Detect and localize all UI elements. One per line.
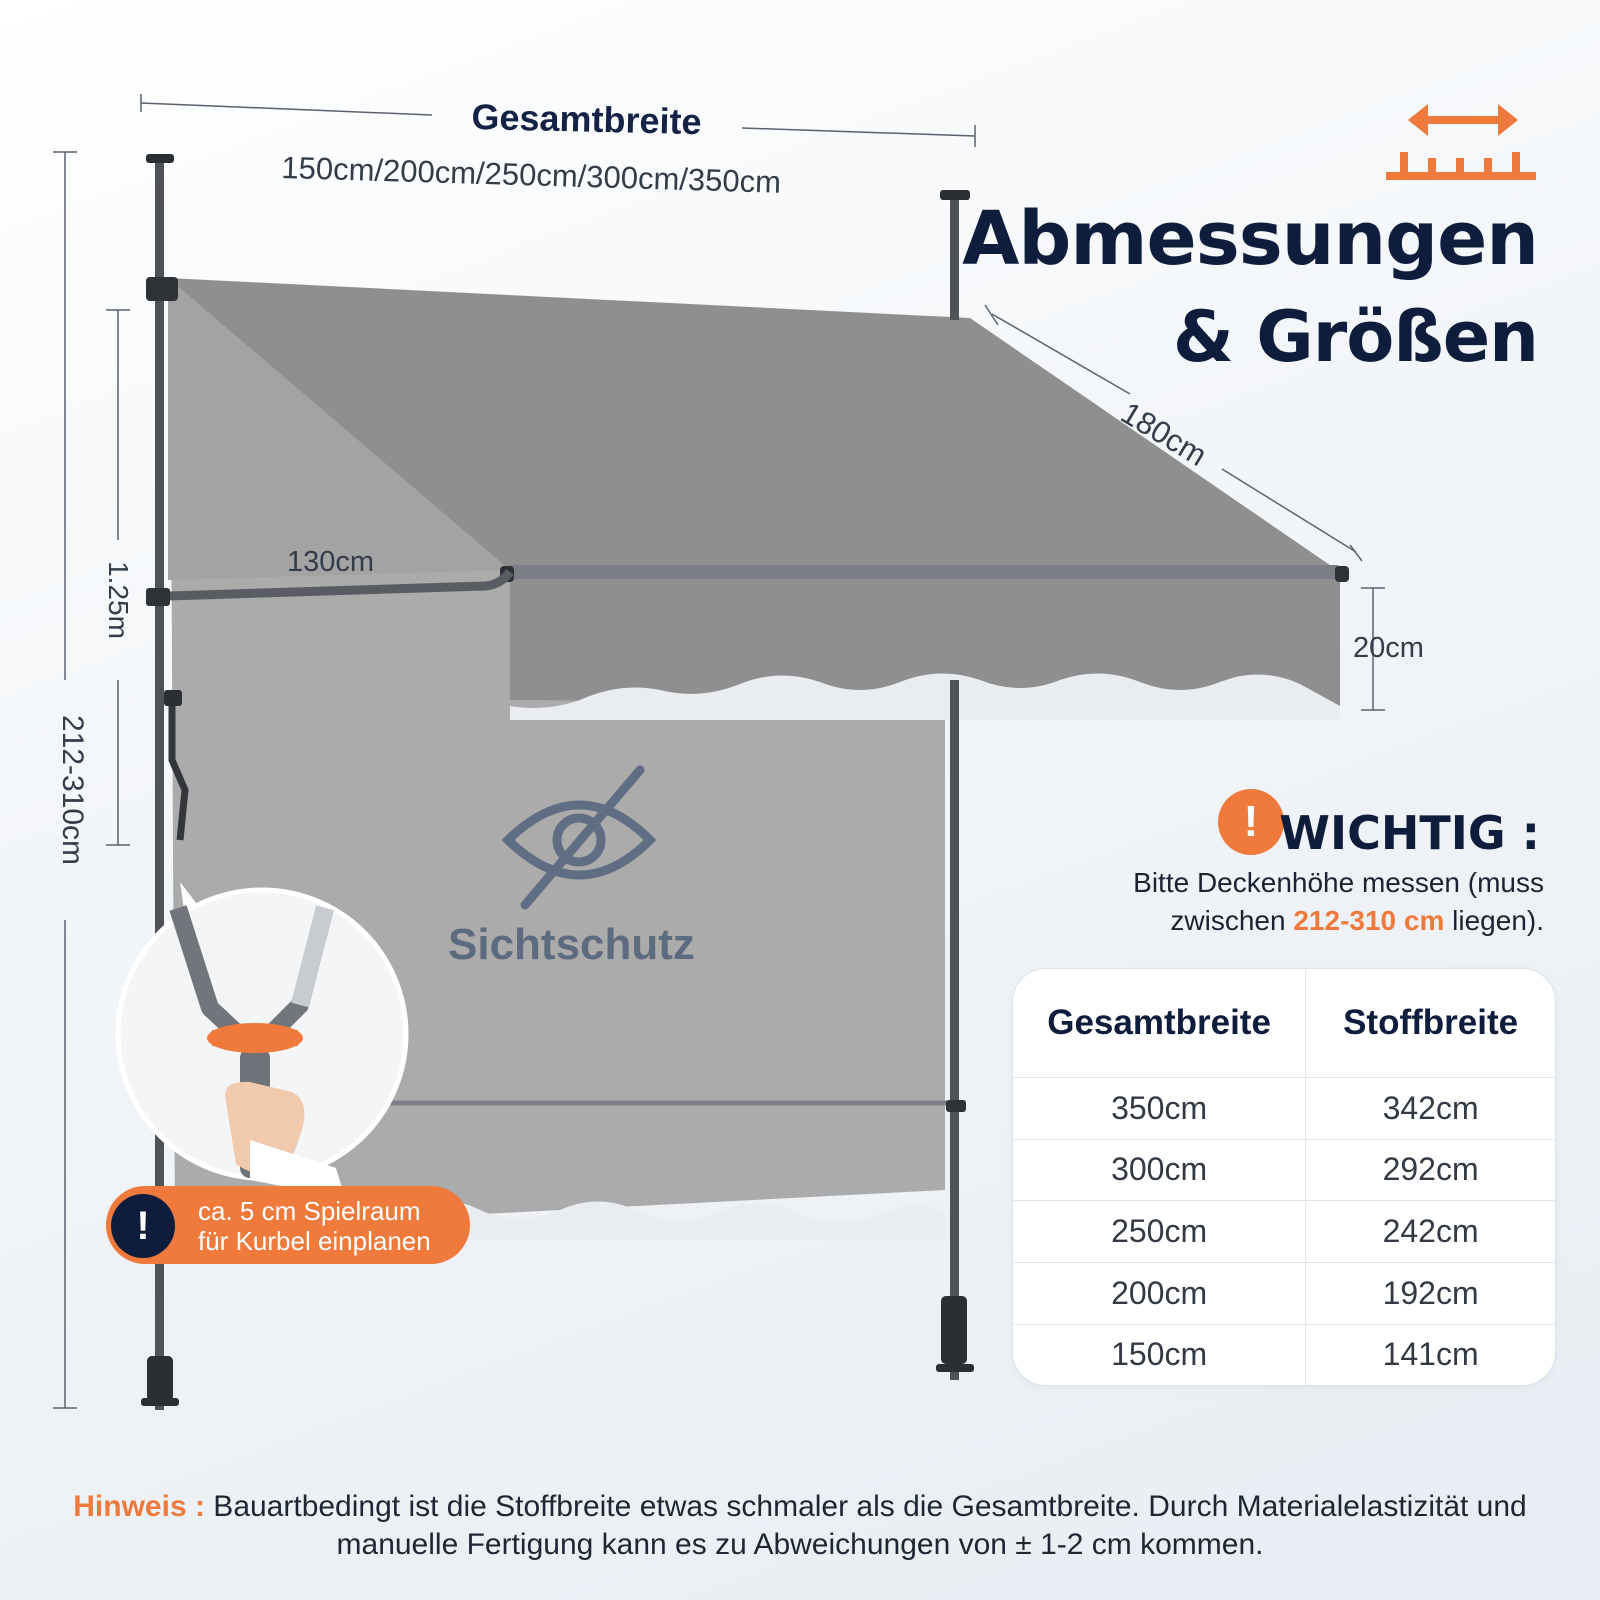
privacy-label: Sichtschutz — [448, 920, 695, 969]
table-cell: 350cm — [1013, 1077, 1307, 1140]
table-row: 250cm 242cm — [1013, 1200, 1555, 1263]
footnote-label: Hinweis : — [73, 1490, 205, 1523]
warning-text-after: liegen). — [1444, 905, 1544, 936]
arm-length-label: 130cm — [287, 546, 375, 578]
footnote: Hinweis : Bauartbedingt ist die Stoffbre… — [60, 1488, 1540, 1564]
table-header-row: Gesamtbreite Stoffbreite — [1013, 969, 1555, 1078]
table-cell: 200cm — [1013, 1261, 1307, 1325]
table-row: 150cm 141cm — [1013, 1323, 1555, 1385]
warning-text-before: Bitte Deckenhöhe messen (muss zwischen — [1133, 867, 1544, 936]
total-width-label: Gesamtbreite — [471, 96, 703, 143]
exclamation-icon: ! — [1218, 789, 1284, 855]
table-header-total-width: Gesamtbreite — [1013, 969, 1307, 1078]
crank-text-line2: für Kurbel einplanen — [198, 1226, 431, 1256]
eye-slash-icon — [501, 765, 657, 910]
warning-title: WICHTIG : — [1279, 806, 1540, 860]
crank-clearance-text: ca. 5 cm Spielraum für Kurbel einplanen — [198, 1196, 431, 1256]
table-cell: 150cm — [1013, 1323, 1307, 1385]
table-cell: 192cm — [1305, 1261, 1555, 1325]
size-table: Gesamtbreite Stoffbreite 350cm 342cm 300… — [1012, 968, 1556, 1386]
warning-text: Bitte Deckenhöhe messen (muss zwischen 2… — [1024, 864, 1544, 940]
table-row: 300cm 292cm — [1013, 1138, 1555, 1201]
width-ruler-icon — [1386, 104, 1536, 180]
crank-text-line1: ca. 5 cm Spielraum — [198, 1196, 421, 1226]
height-range-label: 212-310cm — [56, 714, 89, 866]
page-title-line2: & Größen — [1172, 296, 1539, 378]
table-cell: 342cm — [1305, 1077, 1555, 1140]
crank-detail-image — [115, 882, 409, 1198]
arm-height-label: 1.25m — [103, 561, 134, 639]
footnote-text: Bauartbedingt ist die Stoffbreite etwas … — [204, 1490, 1527, 1561]
table-cell: 242cm — [1305, 1200, 1555, 1263]
table-row: 200cm 192cm — [1013, 1261, 1555, 1325]
page-title-line1: Abmessungen — [962, 196, 1539, 282]
valance-height-label: 20cm — [1353, 632, 1424, 664]
table-row: 350cm 342cm — [1013, 1077, 1555, 1140]
warning-highlight: 212-310 cm — [1293, 905, 1445, 936]
table-header-fabric-width: Stoffbreite — [1343, 1003, 1519, 1042]
exclamation-icon: ! — [111, 1194, 175, 1258]
table-cell: 250cm — [1013, 1200, 1307, 1263]
table-cell: 292cm — [1305, 1138, 1555, 1201]
table-cell: 300cm — [1013, 1138, 1307, 1201]
table-cell: 141cm — [1305, 1323, 1555, 1385]
